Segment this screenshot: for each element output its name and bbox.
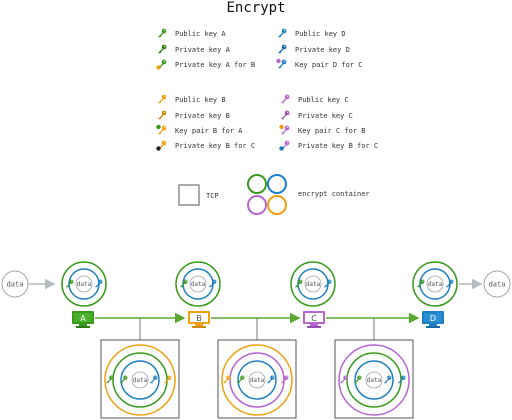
bundle-a: data [61,261,107,307]
data-label: data [428,281,443,288]
legend-label: Public key D [295,30,346,38]
badge-dot [156,65,161,70]
legend-label: Private key C [298,112,353,120]
tcp-box-cd: data [334,339,414,419]
bundle-b: data [175,261,221,307]
node-c[interactable]: C [303,311,325,328]
data-sink: data [483,270,511,298]
node-d[interactable]: D [422,311,444,328]
node-a[interactable]: A [72,311,94,328]
bundle-c: data [290,261,336,307]
container-legend [247,174,287,215]
key-icon [164,375,172,384]
badge-dot [276,58,281,64]
tcp-legend-box [178,184,200,206]
data-label: data [367,377,382,384]
key-icon [267,375,275,384]
tcp-box-bc: data [217,339,297,419]
legend-label: Private key B for C [175,142,256,150]
node-label: C [311,314,317,323]
key-icon [281,375,289,384]
legend-label: Key pair D for C [295,61,363,69]
bundle-d: data [412,261,458,307]
data-label: data [7,281,24,289]
legend-label: Private key D [295,46,350,54]
legend-label: Private key B for C [298,142,379,150]
key-icon [158,28,167,38]
node-label: D [430,314,436,323]
data-source: data [1,270,29,298]
data-label: data [306,281,321,288]
key-icon [158,110,167,120]
legend-keys [156,28,290,151]
data-label: data [77,281,92,288]
node-label: A [80,314,86,323]
key-icon [281,110,290,120]
key-icon [158,44,167,54]
key-icon [384,375,392,384]
legend-label: Public key B [175,96,226,104]
key-icon [158,94,167,104]
legend-label: Key pair B for A [175,127,243,135]
legend-label: Public key A [175,30,226,38]
key-icon [150,375,158,384]
node-b[interactable]: B [188,311,210,328]
badge-dot [156,124,161,130]
key-icon [278,28,287,38]
tcp-label: TCP [206,192,219,200]
legend-label: Key pair C for B [298,127,366,135]
legend-label: Public key C [298,96,349,104]
data-label: data [133,377,148,384]
legend-label: Private key A for B [175,61,256,69]
page-title: Encrypt [226,0,286,16]
badge-dot [279,124,284,130]
badge-dot [279,146,284,151]
key-icon [398,375,406,384]
badge-dot [156,146,161,151]
legend-label: Private key B [175,112,230,120]
tcp-box-ab: data [100,339,180,419]
data-label: data [191,281,206,288]
container-label: encrypt container [298,190,370,198]
data-label: data [489,281,506,289]
legend-label: Private key A [175,46,230,54]
key-icon [278,44,287,54]
data-label: data [250,377,265,384]
node-label: B [196,314,202,323]
key-icon [281,94,290,104]
